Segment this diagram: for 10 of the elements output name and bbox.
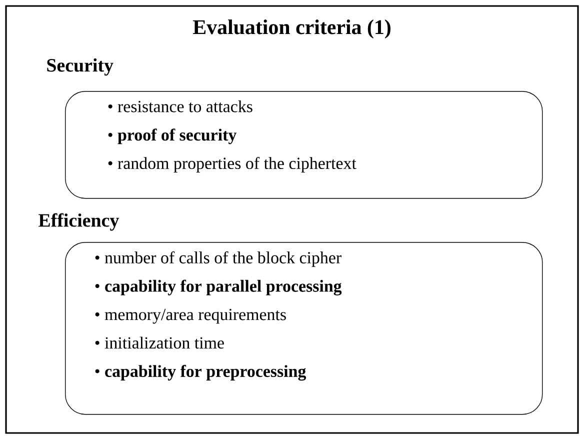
node-label: • capability for preprocessing [95,364,306,381]
section-heading: Security [47,58,114,76]
node-label: • memory/area requirements [95,308,286,324]
node-label: • initialization time [95,336,224,349]
bullet-box: • resistance to attacks • proof of security • random properties of the ciphertext [65,91,543,199]
node-label: • number of calls of the block cipher [95,251,342,267]
node-label: • capability for parallel processing [95,280,342,296]
slide-title: Evaluation criteria (1) [193,20,390,38]
section-heading: Efficiency [38,213,119,231]
bullet-box: • number of calls of the block cipher • capability for parallel processing • memory/area requirements • initialization time • capability for preprocessing [65,242,543,415]
